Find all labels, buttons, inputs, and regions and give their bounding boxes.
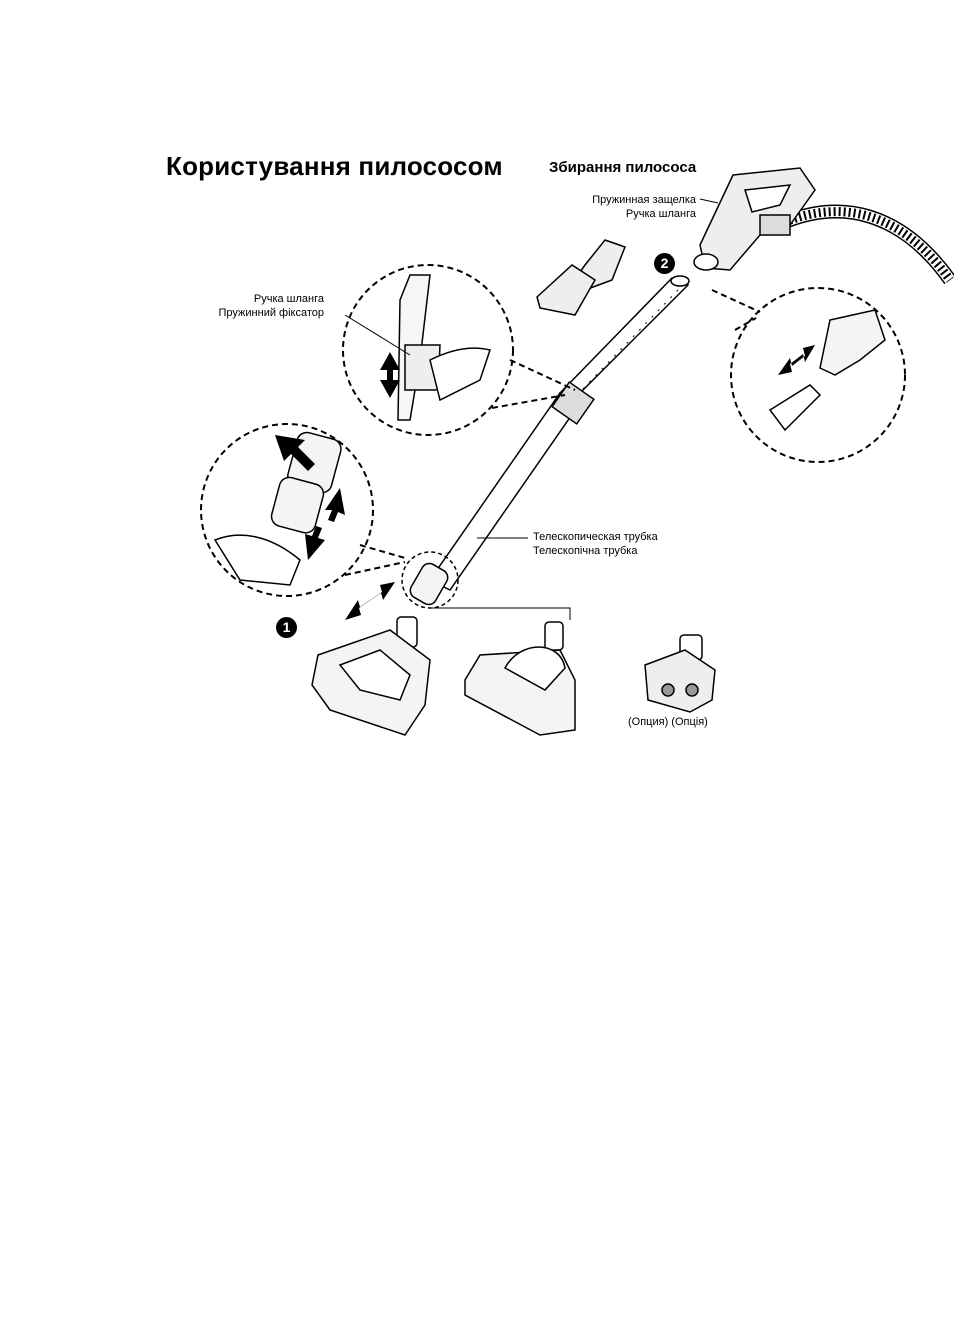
label-hose-handle-uk: Ручка шланга <box>196 292 324 306</box>
top-circle-content <box>398 275 490 420</box>
label-telescopic-tube-uk: Телескопічна трубка <box>533 544 658 558</box>
second-brush-illustration <box>465 622 575 735</box>
arrow-vertical-top <box>380 352 400 398</box>
arrow-brush <box>345 582 395 620</box>
optional-brush-illustration <box>645 635 715 712</box>
label-option: (Опция) (Опція) <box>628 715 708 729</box>
leader-brushes <box>430 608 570 620</box>
step-2-badge: 2 <box>654 253 675 274</box>
leader-latch <box>700 199 718 203</box>
floor-brush-illustration <box>312 552 458 735</box>
left-circle-content <box>215 430 343 585</box>
label-telescopic-tube-ru: Телескопическая трубка <box>533 530 658 544</box>
step-1-badge: 1 <box>276 617 297 638</box>
arrow-right-circle <box>778 345 815 375</box>
label-hose-handle-ru: Ручка шланга <box>572 207 696 221</box>
label-spring-lock-uk: Пружинний фіксатор <box>196 306 324 320</box>
label-latch-ru: Пружинная защелка <box>572 193 696 207</box>
hose-illustration <box>785 212 950 280</box>
nozzle-illustration <box>537 240 625 315</box>
